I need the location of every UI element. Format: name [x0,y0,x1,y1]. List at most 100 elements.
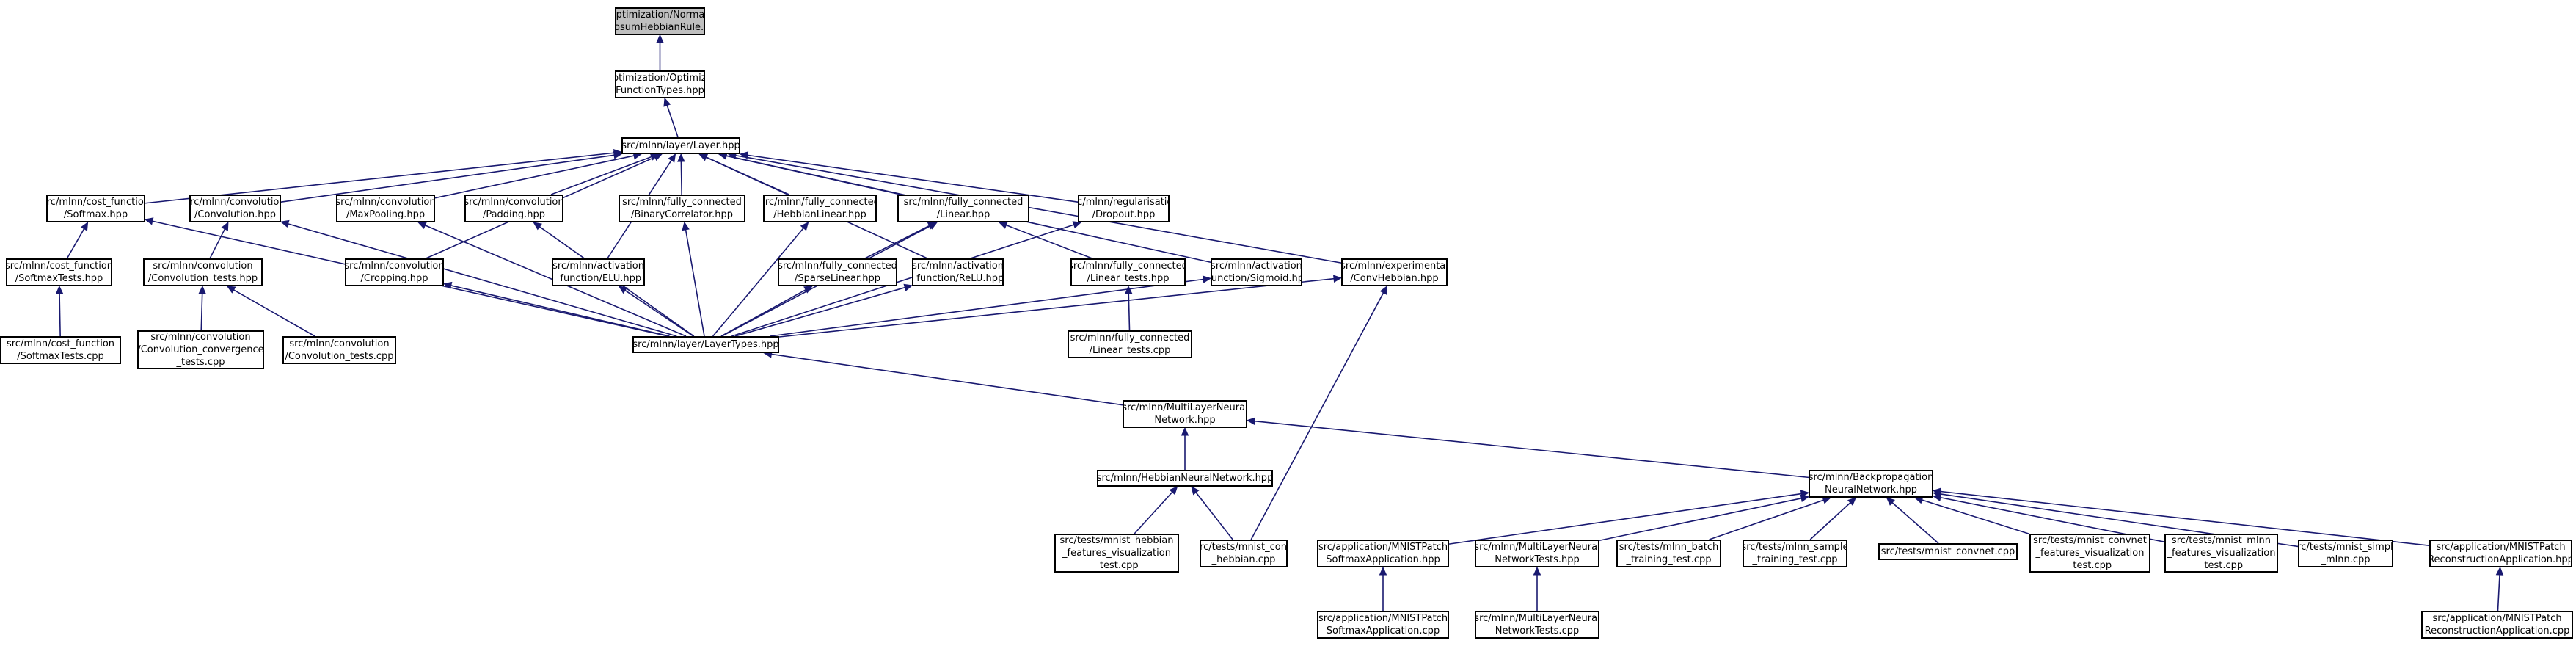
arrowhead-layertypes-to-convolution [280,219,290,228]
arrowhead-reconappcpp-to-reconapp [2495,566,2504,576]
node-softmaxtestscpp[interactable]: src/mlnn/cost_function /SoftmaxTests.cpp [0,336,121,364]
arrowhead-layertypes-to-sparselin [803,286,813,294]
edge-convtestscpp-to-convtests [233,289,315,337]
node-mlnn[interactable]: src/mlnn/MultiLayerNeural Network.hpp [1123,400,1247,428]
edge-lineartests-to-linear [1006,224,1092,259]
arrowhead-mnistconvhebb-to-hebbnn [1191,486,1200,496]
arrowhead-layertypes-to-linear [928,222,938,230]
node-convnet[interactable]: src/tests/mnist_convnet.cpp [1878,543,2018,560]
arrowhead-reconapp-to-backprop [1932,487,1942,496]
arrowhead-softmaxtests-to-softmax [80,221,89,231]
node-convnetvis[interactable]: src/tests/mnist_convnet _features_visual… [2029,534,2150,573]
edge-mnistconvhebb-to-convhebb [1250,292,1384,540]
node-mnistconvhebb[interactable]: src/tests/mnist_conv _hebbian.cpp [1200,540,1288,567]
arrowhead-layertypes-to-maxpool [417,222,427,229]
arrowhead-mnistconvhebb-to-convhebb [1379,285,1387,295]
node-dropout[interactable]: src/mlnn/regularisation /Dropout.hpp [1078,195,1170,222]
arrowhead-mlnntestshpp-to-backprop [1800,494,1810,503]
edge-layertypes-to-bincorr [685,229,705,337]
node-layer[interactable]: src/mlnn/layer/Layer.hpp [621,137,740,154]
node-convhebb[interactable]: src/mlnn/experimental /ConvHebbian.hpp [1341,258,1448,286]
edge-sparselin-to-linear [864,225,930,259]
edge-layertypes-to-sparselin [720,289,806,337]
node-convtests[interactable]: src/mlnn/convolution /Convolution_tests.… [143,258,263,286]
node-softmaxtests[interactable]: src/mlnn/cost_function /SoftmaxTests.hpp [6,258,112,286]
node-bincorr[interactable]: src/mlnn/fully_connected /BinaryCorrelat… [619,195,745,222]
edge-mlnntestshpp-to-backprop [1599,498,1802,542]
arrowhead-layertypes-to-cropping [442,281,453,290]
arrowhead-convnet-to-backprop [1886,497,1895,506]
node-sampletest[interactable]: src/tests/mlnn_sample _training_test.cpp [1743,540,1847,567]
node-relu[interactable]: src/mlnn/activation _function/ReLU.hpp [912,258,1004,286]
edge-convnet-to-backprop [1891,502,1939,544]
arrowhead-convolution-to-layer [613,151,623,159]
arrowhead-mnisthebbvis-to-hebbnn [1169,486,1178,496]
node-softmax[interactable]: src/mlnn/cost_function /Softmax.hpp [46,195,145,222]
edge-softmaxtestscpp-to-softmaxtests [59,293,61,337]
arrowhead-lineartestscpp-to-lineartests [1124,285,1133,294]
node-elu[interactable]: src/mlnn/activation _function/ELU.hpp [552,258,645,286]
node-softmaxapp[interactable]: src/application/MNISTPatch SoftmaxApplic… [1317,540,1449,567]
arrowhead-softmaxappcpp-to-softmaxapp [1379,566,1387,576]
node-convolution[interactable]: src/mlnn/convolution /Convolution.hpp [189,195,281,222]
arrowhead-layertypes-to-elu [618,286,628,294]
edge-layertypes-to-sigmoid [770,278,1204,337]
arrowhead-backprop-to-mlnn [1246,417,1255,425]
edge-convnetvis-to-backprop [1922,499,2030,535]
edge-mlnn-to-layertypes [771,353,1123,406]
arrowhead-lineartests-to-linear [998,221,1008,229]
edge-convolution-to-layer [280,154,615,203]
node-lineartests[interactable]: src/mlnn/fully_connected /Linear_tests.h… [1070,258,1186,286]
node-convtestscpp[interactable]: src/mlnn/convolution /Convolution_tests.… [282,336,396,364]
node-reconappcpp[interactable]: src/application/MNISTPatch Reconstructio… [2421,611,2573,639]
node-batchtest[interactable]: src/tests/mlnn_batch _training_test.cpp [1616,540,1721,567]
edge-layer-to-opttypes [666,105,679,138]
arrowhead-layertypes-to-hebblin [800,222,809,231]
edge-mnistconvhebb-to-hebbnn [1195,492,1233,540]
arrowhead-layertypes-to-relu [903,283,913,291]
arrowhead-relu-to-layer [698,153,708,162]
node-cropping[interactable]: src/mlnn/convolution /Cropping.hpp [345,258,444,286]
node-linear[interactable]: src/mlnn/fully_connected /Linear.hpp [897,195,1029,222]
edge-dropout-to-layer [747,154,1079,203]
arrowhead-convconv-to-convtests [198,285,206,294]
arrowhead-layertypes-to-padding [533,222,542,231]
node-softmaxappcpp[interactable]: src/application/MNISTPatch SoftmaxApplic… [1317,611,1449,639]
node-hebbnn[interactable]: src/mlnn/HebbianNeuralNetwork.hpp [1097,470,1273,487]
node-padding[interactable]: src/mlnn/convolution /Padding.hpp [464,195,563,222]
node-mlnntestshpp[interactable]: src/mlnn/MultiLayerNeural NetworkTests.h… [1475,540,1599,567]
arrowhead-cropping-to-layer [653,153,663,162]
edge-maxpool-to-layer [434,155,635,199]
node-layertypes[interactable]: src/mlnn/layer/LayerTypes.hpp [632,336,779,353]
node-maxpool[interactable]: src/mlnn/convolution /MaxPooling.hpp [336,195,435,222]
node-hebblin[interactable]: src/mlnn/fully_connected /HebbianLinear.… [763,195,877,222]
node-sparselin[interactable]: src/mlnn/fully_connected /SparseLinear.h… [778,258,897,286]
arrowhead-elu-to-layer [668,153,676,163]
arrowhead-layer-to-opttypes [663,97,671,107]
arrowhead-layertypes-to-softmax [144,217,154,225]
node-mlnntestscpp[interactable]: src/mlnn/MultiLayerNeural NetworkTests.c… [1475,611,1599,639]
arrowhead-softmaxtestscpp-to-softmaxtests [55,285,64,294]
node-backprop[interactable]: src/mlnn/Backpropagation NeuralNetwork.h… [1809,470,1933,498]
node-opttypes[interactable]: src/optimization/Optimization FunctionTy… [615,70,705,98]
edge-reconappcpp-to-reconapp [2497,574,2500,611]
arrowhead-layertypes-to-bincorr [682,221,690,231]
edge-layertypes-to-elu [624,289,694,337]
edge-padding-to-layer [550,156,652,195]
node-mnisthebbvis[interactable]: src/tests/mnist_hebbian _features_visual… [1054,534,1179,573]
edge-sampletest-to-backprop [1809,502,1851,540]
edge-layertypes-to-convhebb [778,277,1335,338]
edge-backprop-to-mlnn [1254,420,1809,479]
edge-reconapp-to-backprop [1940,490,2430,547]
node-simplemlnn[interactable]: src/tests/mnist_simple _mlnn.cpp [2298,540,2393,567]
node-zerosum[interactable]: src/optimization/Normalized ZerosumHebbi… [615,7,705,35]
node-sigmoid[interactable]: src/mlnn/activation _function/Sigmoid.hp… [1211,258,1302,286]
node-convconv[interactable]: src/mlnn/convolution /Convolution_conver… [137,330,264,369]
arrowhead-layertypes-to-sigmoid [1202,275,1212,283]
edge-softmaxapp-to-backprop [1448,493,1802,545]
node-reconapp[interactable]: src/application/MNISTPatch Reconstructio… [2429,540,2572,567]
arrowhead-sampletest-to-backprop [1847,497,1857,506]
node-mlnnvis[interactable]: src/tests/mnist_mlnn _features_visualiza… [2164,534,2278,573]
node-lineartestscpp[interactable]: src/mlnn/fully_connected /Linear_tests.c… [1068,330,1192,358]
